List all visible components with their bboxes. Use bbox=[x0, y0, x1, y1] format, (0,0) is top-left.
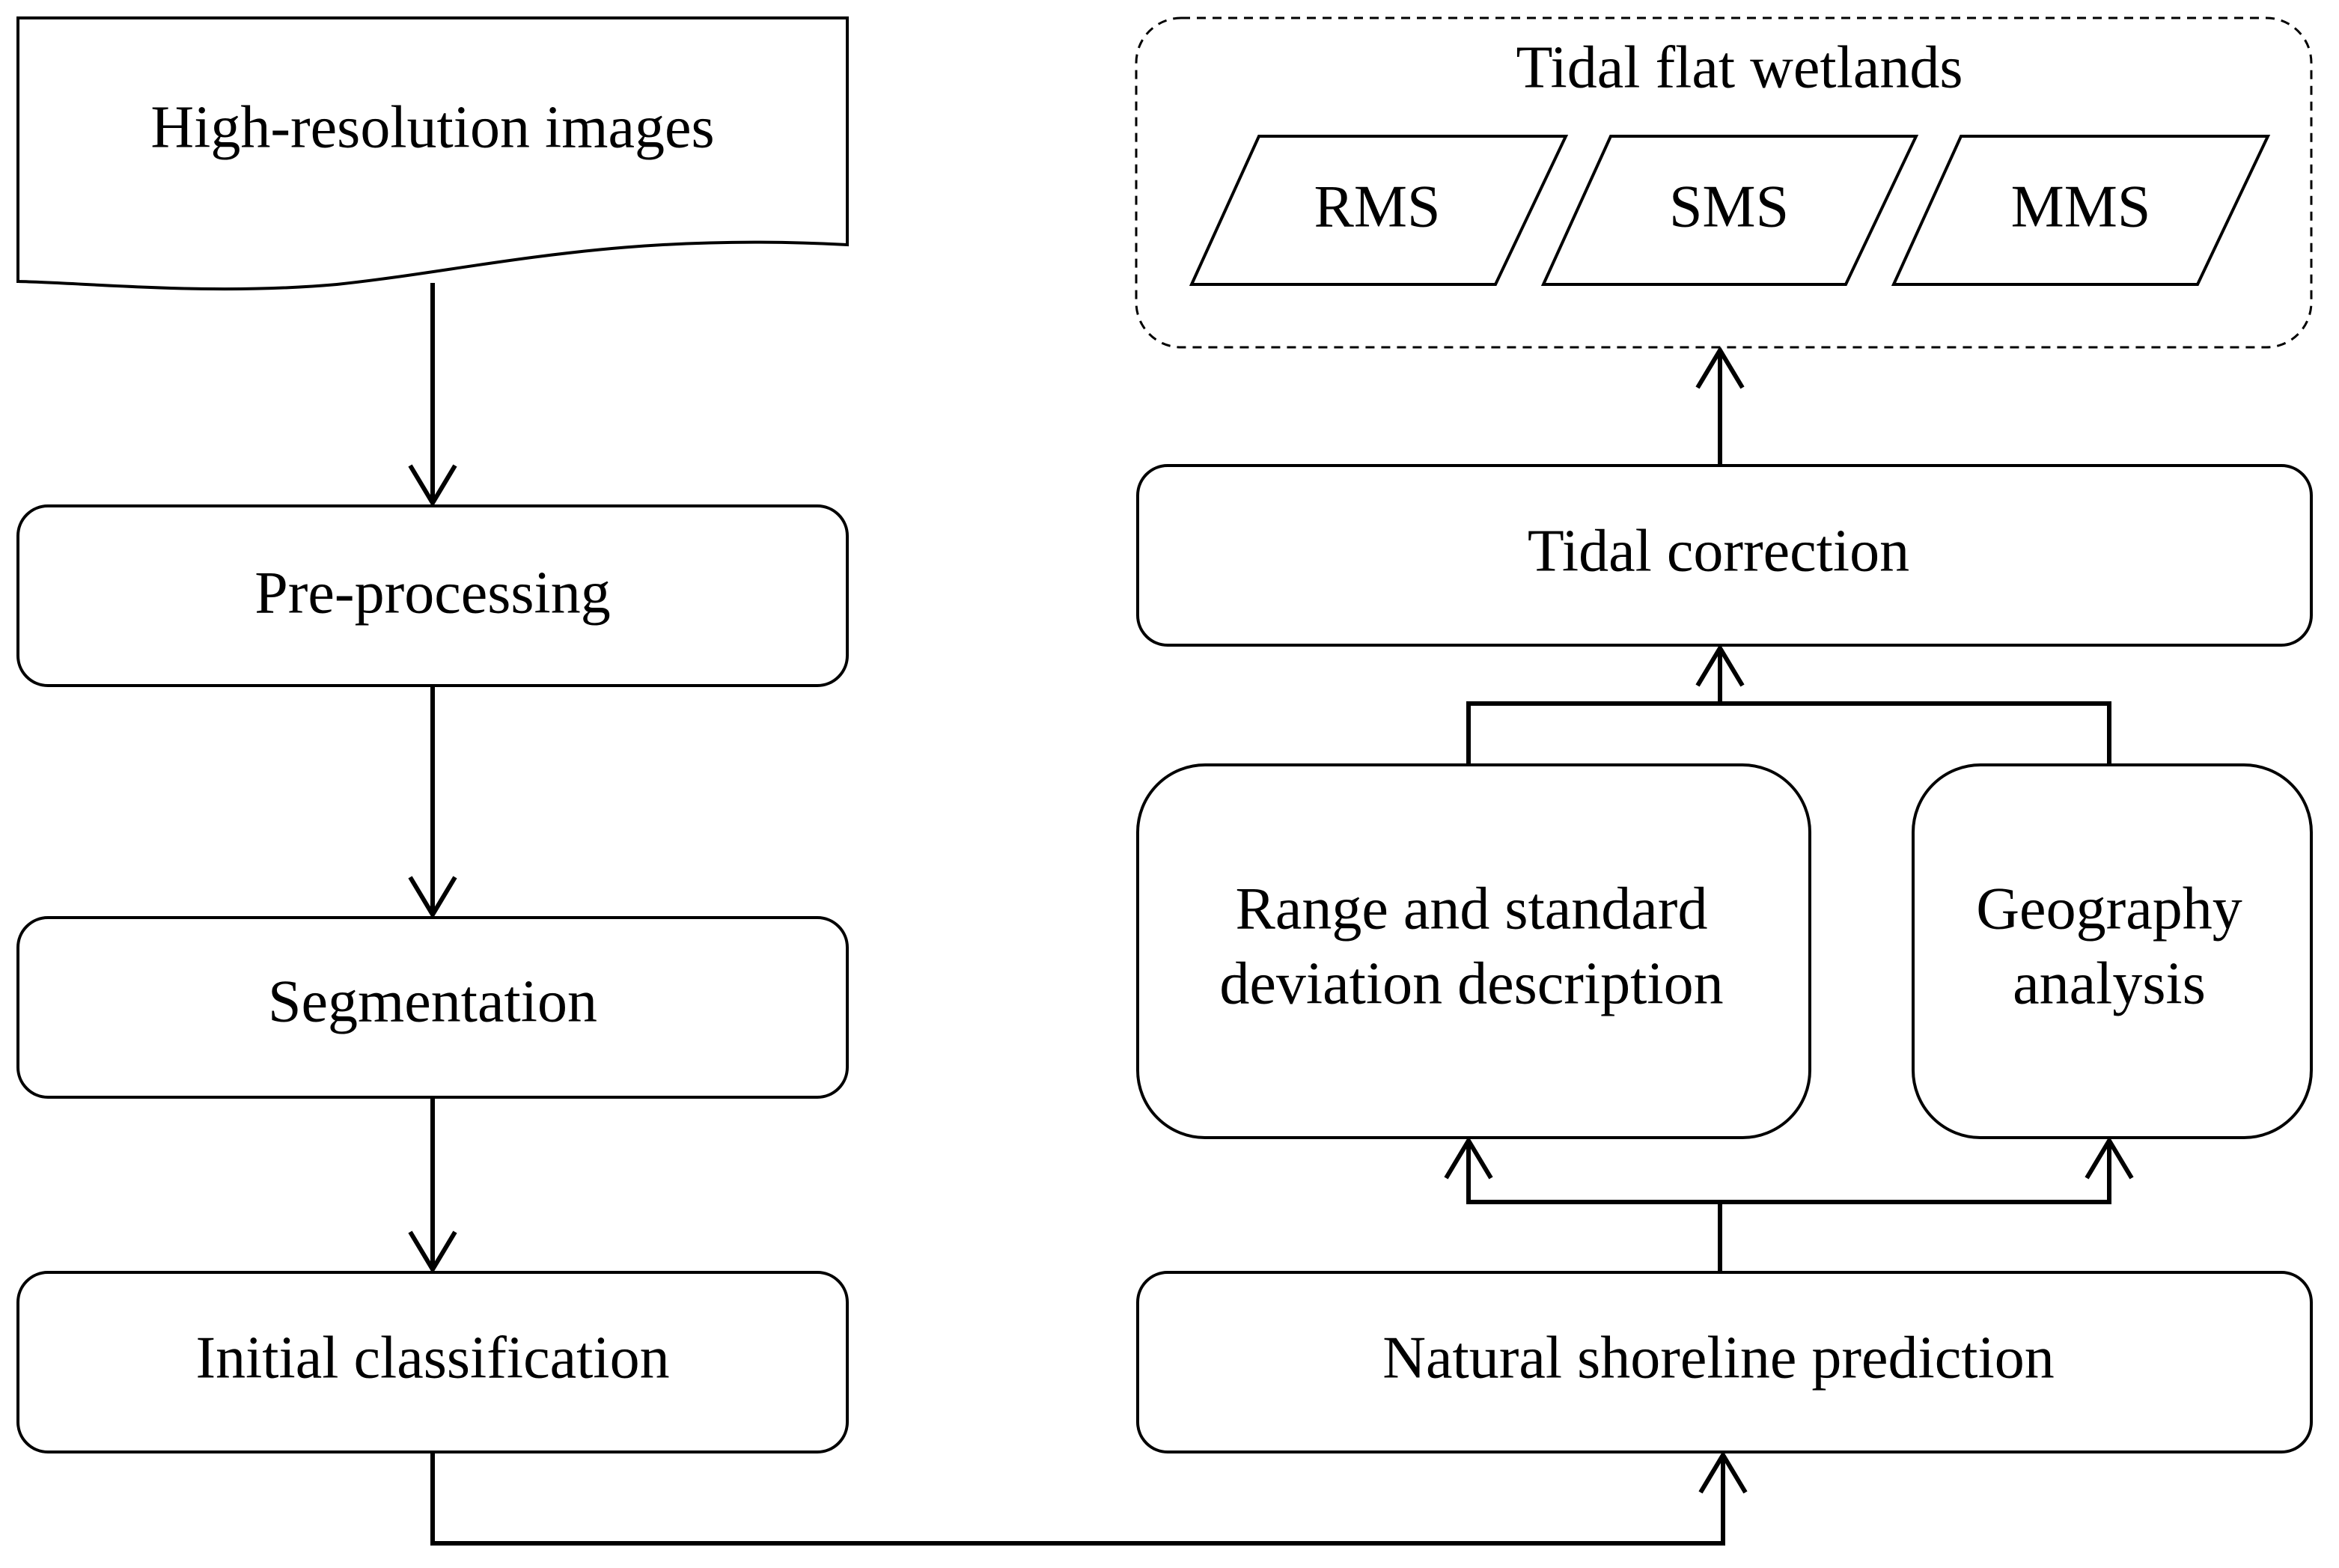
node-label-natural-shoreline-prediction: Natural shoreline prediction bbox=[1382, 1325, 2054, 1391]
node-label-pre-processing: Pre-processing bbox=[254, 560, 610, 626]
arrow-shoreline-to-range-and-geography bbox=[1444, 1136, 2134, 1272]
node-label-sms: SMS bbox=[1669, 174, 1789, 240]
process-box bbox=[1136, 1271, 2313, 1453]
arrow-segmentation-to-initial-classification bbox=[408, 1097, 457, 1274]
node-mms: MMS bbox=[1891, 135, 2271, 286]
arrow-initial-classification-to-shoreline-prediction bbox=[430, 1450, 1748, 1546]
arrow-range-and-geography-to-tidal-correction bbox=[1466, 644, 2111, 765]
node-label-range-line2: deviation description bbox=[1219, 951, 1723, 1016]
node-geography-analysis: Geography analysis bbox=[1912, 763, 2313, 1139]
node-initial-classification: Initial classification bbox=[16, 1271, 849, 1453]
node-label-range-line1: Range and standard bbox=[1236, 876, 1708, 942]
parallelogram-shape bbox=[1540, 135, 1919, 286]
node-range-standard-deviation: Range and standard deviation description bbox=[1136, 763, 1811, 1139]
node-label-mms: MMS bbox=[2011, 174, 2151, 240]
node-label-high-resolution-images: High-resolution images bbox=[150, 94, 714, 160]
process-box bbox=[1136, 464, 2313, 647]
node-label-tidal-correction: Tidal correction bbox=[1528, 518, 1909, 584]
group-tidal-flat-wetlands: Tidal flat wetlands RMS SMS MMS bbox=[1135, 16, 2313, 349]
node-label-segmentation: Segmentation bbox=[268, 968, 597, 1034]
node-natural-shoreline-prediction: Natural shoreline prediction bbox=[1136, 1271, 2313, 1453]
arrow-tidal-correction-to-wetlands bbox=[1695, 346, 1745, 466]
node-label-rms: RMS bbox=[1314, 174, 1441, 240]
node-rms: RMS bbox=[1189, 135, 1569, 286]
process-box bbox=[1912, 763, 2313, 1139]
parallelogram-shape bbox=[1891, 135, 2271, 286]
arrow-preprocessing-to-segmentation bbox=[408, 686, 457, 919]
node-label-geography-line1: Geography bbox=[1976, 876, 2242, 942]
node-segmentation: Segmentation bbox=[16, 916, 849, 1099]
node-label-geography-line2: analysis bbox=[2013, 951, 2206, 1016]
arrow-images-to-preprocessing bbox=[408, 283, 457, 507]
node-tidal-correction: Tidal correction bbox=[1136, 464, 2313, 647]
document-shape bbox=[16, 16, 849, 291]
node-sms: SMS bbox=[1540, 135, 1919, 286]
parallelogram-shape bbox=[1189, 135, 1569, 286]
node-high-resolution-images: High-resolution images bbox=[16, 16, 849, 291]
node-label-initial-classification: Initial classification bbox=[195, 1325, 669, 1391]
process-box bbox=[1136, 763, 1811, 1139]
node-pre-processing: Pre-processing bbox=[16, 504, 849, 687]
group-label-tidal-flat-wetlands: Tidal flat wetlands bbox=[1516, 34, 1963, 100]
